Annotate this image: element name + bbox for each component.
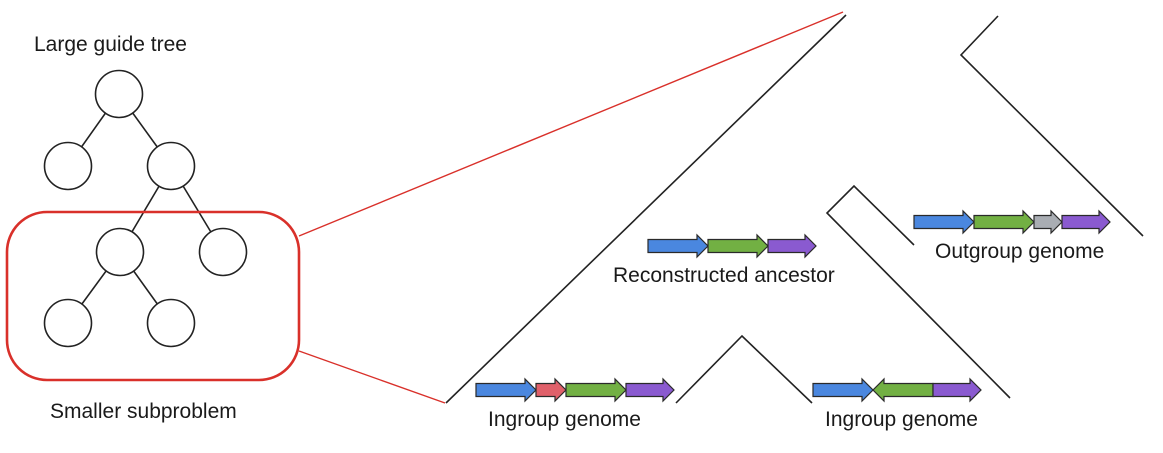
gene-arrow-blue xyxy=(475,377,537,403)
ingroup-right-label: Ingroup genome xyxy=(825,408,978,431)
gene-arrow-red xyxy=(535,377,567,403)
guide-tree-label: Large guide tree xyxy=(34,33,187,56)
zoom-line-top xyxy=(298,11,844,237)
gene-arrow-purple xyxy=(1061,209,1111,235)
tree-node xyxy=(146,298,196,348)
gene-arrow-green xyxy=(707,233,769,259)
ingroup-left-label: Ingroup genome xyxy=(488,408,641,431)
internal-branch xyxy=(825,184,1011,399)
ingroup-left-gene-row xyxy=(475,377,675,403)
subproblem-highlight-box xyxy=(5,210,301,382)
subtree-root-branch xyxy=(445,14,847,404)
subtree-lines xyxy=(445,14,1144,404)
gene-arrow-purple xyxy=(767,233,817,259)
tree-node xyxy=(146,141,196,191)
outgroup-label: Outgroup genome xyxy=(935,240,1105,263)
tree-node xyxy=(43,141,93,191)
ancestor-label: Reconstructed ancestor xyxy=(613,264,835,287)
gene-arrow-gray xyxy=(1033,209,1063,235)
guide-tree-edges xyxy=(67,93,224,324)
ingroup-split-branch xyxy=(675,334,813,404)
tree-node xyxy=(198,227,248,277)
zoom-line-bottom xyxy=(298,350,446,404)
outgroup-gene-row xyxy=(913,209,1111,235)
gene-arrow-green xyxy=(973,209,1035,235)
gene-arrow-purple xyxy=(932,377,982,403)
gene-arrow-purple xyxy=(625,377,675,403)
gene-arrow-green xyxy=(872,377,934,403)
gene-arrow-blue xyxy=(812,377,874,403)
gene-arrow-green xyxy=(565,377,627,403)
tree-node xyxy=(95,227,145,277)
ancestor-gene-row xyxy=(647,233,817,259)
ingroup-right-gene-row xyxy=(812,377,982,403)
tree-node xyxy=(43,298,93,348)
gene-arrow-blue xyxy=(913,209,975,235)
gene-arrow-blue xyxy=(647,233,709,259)
guide-tree-nodes xyxy=(43,69,248,348)
outgroup-branch xyxy=(959,15,1144,237)
subproblem-label: Smaller subproblem xyxy=(50,400,237,423)
tree-node-root xyxy=(94,69,144,119)
